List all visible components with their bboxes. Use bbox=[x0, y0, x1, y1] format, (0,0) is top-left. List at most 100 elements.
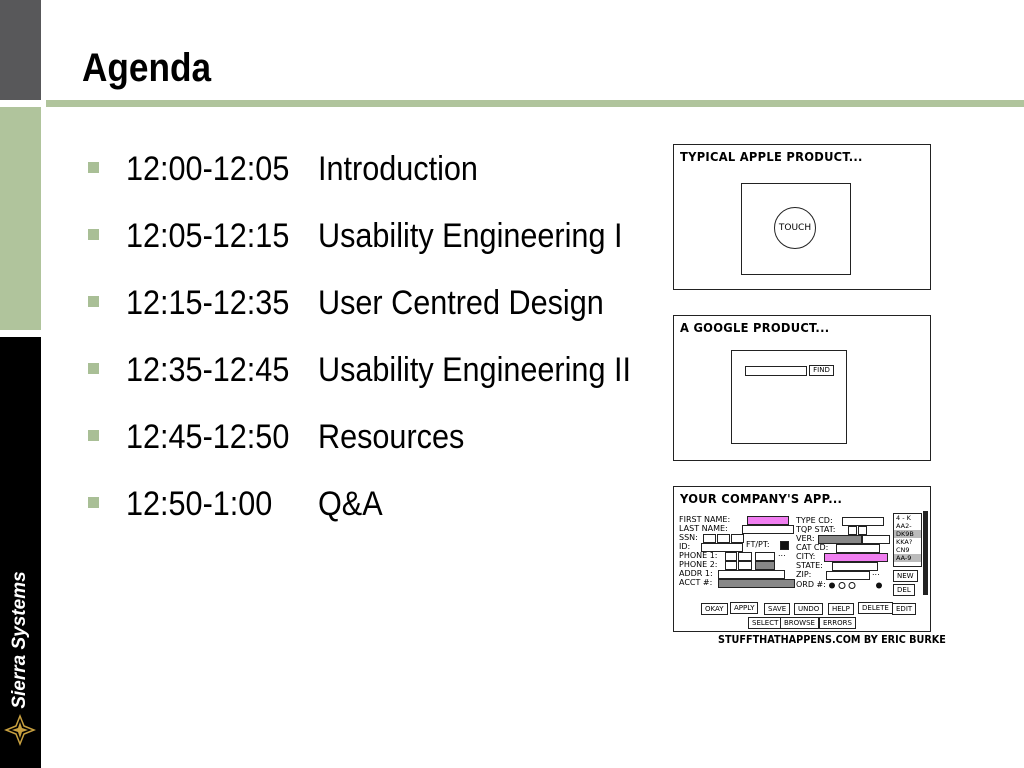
form-label: LAST NAME: bbox=[679, 524, 728, 533]
form-field bbox=[747, 516, 789, 525]
new-button: NEW bbox=[893, 570, 918, 582]
agenda-item: 12:35-12:45 Usability Engineering II bbox=[88, 351, 666, 418]
form-label: ID: bbox=[679, 542, 691, 551]
select-button: SELECT bbox=[748, 617, 783, 629]
form-label: ADDR 1: bbox=[679, 569, 713, 578]
sidebar-band-bottom bbox=[0, 337, 41, 768]
form-field bbox=[701, 543, 743, 552]
apply-button: APPLY bbox=[730, 602, 759, 614]
form-label: FIRST NAME: bbox=[679, 515, 731, 524]
form-field bbox=[725, 561, 737, 570]
brand-name: Sierra Systems bbox=[9, 571, 30, 709]
list-item: KKA? bbox=[896, 538, 913, 546]
compass-logo-icon bbox=[4, 714, 36, 746]
google-page-drawing: FIND bbox=[731, 350, 847, 444]
list-item: 4 - K bbox=[896, 514, 911, 522]
agenda-item: 12:15-12:35 User Centred Design bbox=[88, 284, 666, 351]
find-button: FIND bbox=[809, 365, 834, 376]
agenda-item: 12:50-1:00 Q&A bbox=[88, 485, 666, 552]
agenda-topic: Q&A bbox=[318, 485, 383, 523]
form-field bbox=[824, 553, 888, 562]
form-checkbox bbox=[858, 526, 867, 535]
bullet-icon bbox=[88, 296, 99, 307]
form-field bbox=[717, 534, 730, 543]
form-label: VER: bbox=[796, 534, 815, 543]
title-divider bbox=[46, 100, 1024, 107]
form-field bbox=[826, 571, 870, 580]
list-item: DK9B bbox=[894, 530, 921, 538]
okay-button: OKAY bbox=[701, 603, 728, 615]
edit-button: EDIT bbox=[892, 603, 917, 615]
scrollbar-drawing bbox=[923, 511, 928, 595]
agenda-item: 12:05-12:15 Usability Engineering I bbox=[88, 217, 666, 284]
bullet-icon bbox=[88, 229, 99, 240]
agenda-topic: User Centred Design bbox=[318, 284, 604, 322]
browse-button: BROWSE bbox=[780, 617, 819, 629]
agenda-topic: Usability Engineering I bbox=[318, 217, 623, 255]
form-label: ACCT #: bbox=[679, 578, 713, 587]
comic-panel-apple: TYPICAL APPLE PRODUCT... TOUCH bbox=[673, 144, 931, 290]
form-field bbox=[718, 570, 785, 579]
form-field bbox=[703, 534, 716, 543]
form-label: PHONE 1: bbox=[679, 551, 718, 560]
form-field bbox=[755, 552, 775, 561]
list-item: AA2- bbox=[896, 522, 912, 530]
form-field bbox=[742, 525, 794, 534]
form-label: ORD #: bbox=[796, 580, 826, 589]
search-field-drawing bbox=[745, 366, 807, 376]
bullet-icon bbox=[88, 363, 99, 374]
agenda-item: 12:45-12:50 Resources bbox=[88, 418, 666, 485]
agenda-time: 12:45-12:50 bbox=[126, 418, 290, 456]
apple-device-drawing: TOUCH bbox=[741, 183, 851, 275]
agenda-item: 12:00-12:05 Introduction bbox=[88, 150, 666, 217]
form-label: CAT CD: bbox=[796, 543, 829, 552]
form-ellipsis: ... bbox=[778, 549, 786, 558]
errors-button: ERRORS bbox=[819, 617, 856, 629]
help-button: HELP bbox=[828, 603, 854, 615]
save-button: SAVE bbox=[764, 603, 791, 615]
form-label: ZIP: bbox=[796, 570, 812, 579]
bullet-icon bbox=[88, 430, 99, 441]
panel-caption: A GOOGLE PRODUCT... bbox=[680, 320, 830, 335]
slide-title: Agenda bbox=[82, 46, 212, 90]
agenda-time: 12:50-1:00 bbox=[126, 485, 273, 523]
form-field bbox=[832, 562, 878, 571]
form-label: PHONE 2: bbox=[679, 560, 718, 569]
form-field bbox=[738, 561, 752, 570]
form-ellipsis: ... bbox=[872, 568, 880, 577]
touch-button: TOUCH bbox=[774, 207, 816, 249]
radio-group-icon bbox=[829, 582, 882, 589]
agenda-topic: Usability Engineering II bbox=[318, 351, 631, 389]
form-label: SSN: bbox=[679, 533, 698, 542]
form-label: TQP STAT: bbox=[796, 525, 836, 534]
del-button: DEL bbox=[893, 584, 915, 596]
form-field bbox=[842, 517, 884, 526]
form-label: STATE: bbox=[796, 561, 823, 570]
delete-button: DELETE bbox=[858, 602, 893, 614]
comic-panel-google: A GOOGLE PRODUCT... FIND bbox=[673, 315, 931, 461]
bullet-icon bbox=[88, 162, 99, 173]
sidebar-band-top bbox=[0, 0, 41, 100]
form-field bbox=[755, 561, 775, 570]
form-field bbox=[738, 552, 752, 561]
sidebar-band-middle bbox=[0, 107, 41, 330]
panel-caption: TYPICAL APPLE PRODUCT... bbox=[680, 149, 863, 164]
form-checkbox bbox=[780, 541, 789, 550]
form-field bbox=[725, 552, 737, 561]
agenda-time: 12:05-12:15 bbox=[126, 217, 290, 255]
code-list: 4 - K AA2- DK9B KKA? CN9 AA-9 bbox=[893, 513, 922, 567]
form-checkbox bbox=[848, 526, 857, 535]
bullet-icon bbox=[88, 497, 99, 508]
form-field bbox=[818, 535, 862, 544]
agenda-time: 12:00-12:05 bbox=[126, 150, 290, 188]
list-item: CN9 bbox=[896, 546, 910, 554]
form-field bbox=[718, 579, 795, 588]
form-field bbox=[731, 534, 744, 543]
agenda-time: 12:35-12:45 bbox=[126, 351, 290, 389]
panel-caption: YOUR COMPANY'S APP... bbox=[680, 491, 843, 506]
form-label: TYPE CD: bbox=[796, 516, 833, 525]
agenda-time: 12:15-12:35 bbox=[126, 284, 290, 322]
agenda-topic: Introduction bbox=[318, 150, 478, 188]
agenda-topic: Resources bbox=[318, 418, 465, 456]
